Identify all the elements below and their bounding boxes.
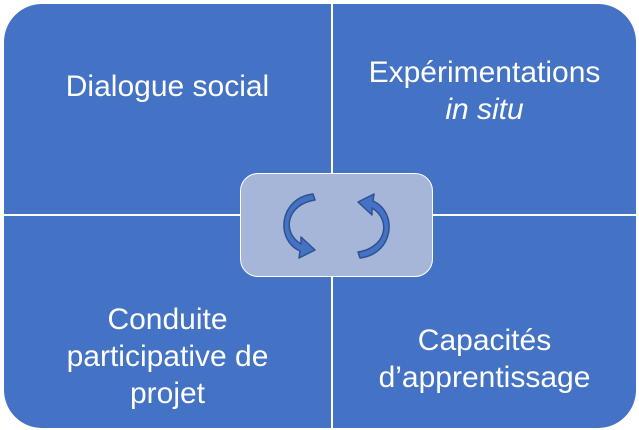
right-curved-arrow-icon — [357, 193, 390, 259]
cycle-matrix-diagram: Dialogue social Expérimentations in situ… — [4, 4, 636, 428]
quadrant-label: Capacités — [417, 324, 552, 357]
quadrant-label: projet — [129, 377, 206, 410]
center-cycle-box — [240, 173, 433, 277]
quadrant-experimentations: Expérimentations in situ — [333, 4, 636, 214]
circular-arrows-icon — [283, 193, 390, 259]
left-curved-arrow-icon — [283, 193, 316, 259]
quadrant-label: Dialogue social — [65, 70, 270, 103]
quadrant-label: Conduite — [107, 303, 228, 336]
quadrant-label-italic: in situ — [445, 93, 524, 126]
quadrant-label: participative de — [66, 340, 269, 373]
quadrant-label: d’apprentissage — [378, 361, 591, 394]
quadrant-conduite-participative: Conduite participative de projet — [4, 216, 331, 428]
quadrant-label: Expérimentations — [368, 56, 601, 89]
quadrant-dialogue-social: Dialogue social — [4, 4, 331, 214]
